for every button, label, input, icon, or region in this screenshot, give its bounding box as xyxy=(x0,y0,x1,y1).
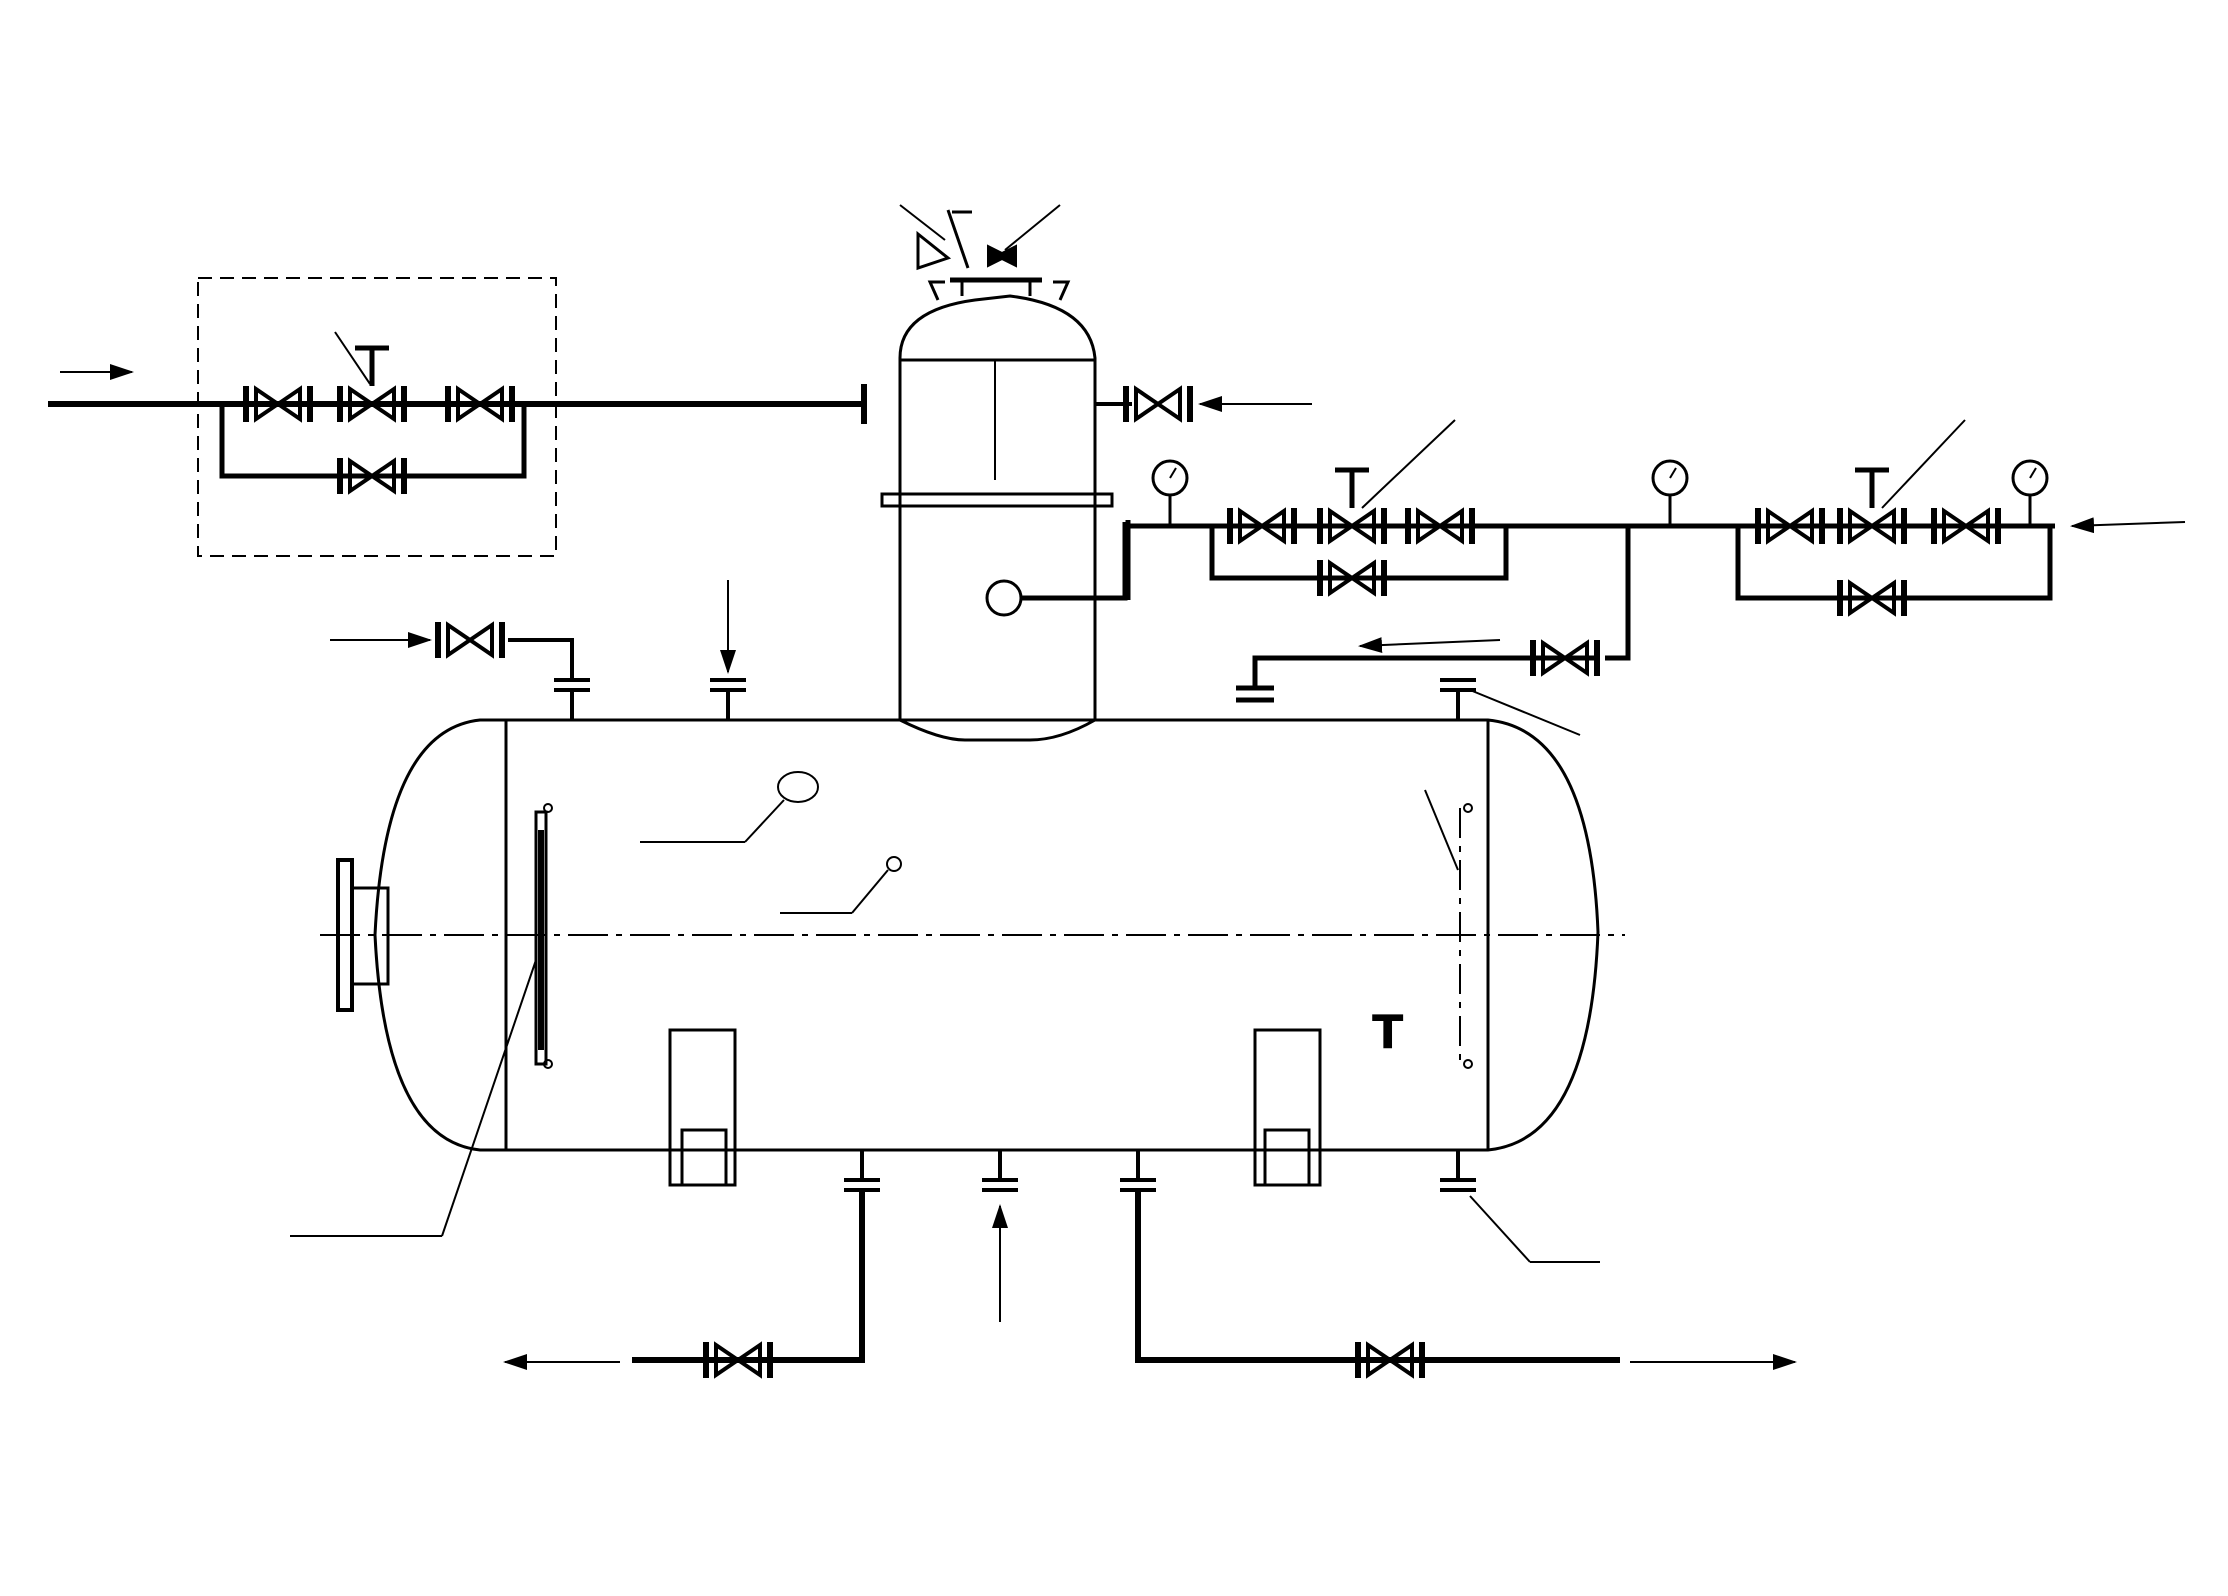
bypass-valve-icon xyxy=(1840,580,1904,616)
manometer-callout xyxy=(780,856,902,914)
vent-valve-icon xyxy=(987,244,1017,268)
dashed-valve-box xyxy=(197,277,557,557)
gate-valve-icon xyxy=(706,1342,770,1378)
gate-valve-icon xyxy=(1934,508,1998,544)
control-valve-icon xyxy=(340,386,404,422)
gate-valve-icon xyxy=(1230,508,1294,544)
actuator-stem-icon xyxy=(355,345,389,386)
bypass-valve-icon xyxy=(1320,560,1384,596)
gate-valve-icon xyxy=(246,386,310,422)
control-valve-icon xyxy=(1320,508,1384,544)
level-switch-icon xyxy=(1459,803,1473,1069)
gate-valve-icon xyxy=(1408,508,1472,544)
pressure-gauge-icon xyxy=(1651,459,1689,497)
marker-t: T xyxy=(1372,1005,1404,1059)
pressure-reducing-valve-icon xyxy=(1840,508,1904,544)
heating-branch xyxy=(1236,655,1600,703)
pressure-gauge-icon xyxy=(2011,459,2049,497)
thermometer-callout xyxy=(640,771,819,843)
safety-valve-icon xyxy=(916,209,972,271)
deaerator-column xyxy=(880,277,1185,742)
actuator-stem-icon xyxy=(1335,467,1889,508)
steam-line xyxy=(1122,496,2055,661)
gate-valve-icon xyxy=(438,622,502,658)
level-indicator-icon xyxy=(985,579,1023,617)
vessel-top-nozzles xyxy=(508,638,1476,720)
vessel-bottom-nozzles xyxy=(632,1150,1620,1363)
leader-regulating-valve-left xyxy=(334,331,371,385)
bypass-valve-icon xyxy=(340,458,404,494)
gate-valve-icon xyxy=(1533,640,1597,676)
level-gauge-icon xyxy=(534,803,553,1069)
gate-valve-icon xyxy=(448,386,512,422)
gate-valve-icon xyxy=(1126,386,1190,422)
pressure-gauge-icon xyxy=(1151,459,1189,497)
horizontal-vessel xyxy=(320,718,1625,1187)
gate-valve-icon xyxy=(1358,1342,1422,1378)
gate-valve-icon xyxy=(1758,508,1822,544)
